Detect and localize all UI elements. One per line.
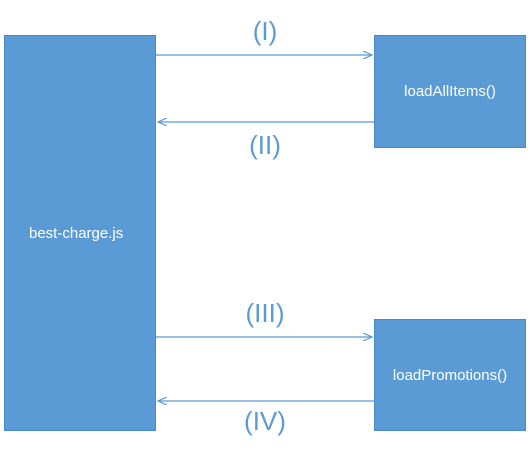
best-charge-block: best-charge.js [4,35,156,431]
step-label-1: (I) [252,16,278,46]
step-label-4: (IV) [244,406,286,436]
load-promotions-label: loadPromotions() [392,366,508,384]
load-promotions-block: loadPromotions() [374,319,526,431]
load-all-items-label: loadAllItems() [404,83,496,100]
best-charge-label: best-charge.js [29,224,124,242]
load-all-items-block: loadAllItems() [374,35,526,148]
step-label-3: (III) [245,298,285,328]
step-label-2: (II) [249,130,281,160]
